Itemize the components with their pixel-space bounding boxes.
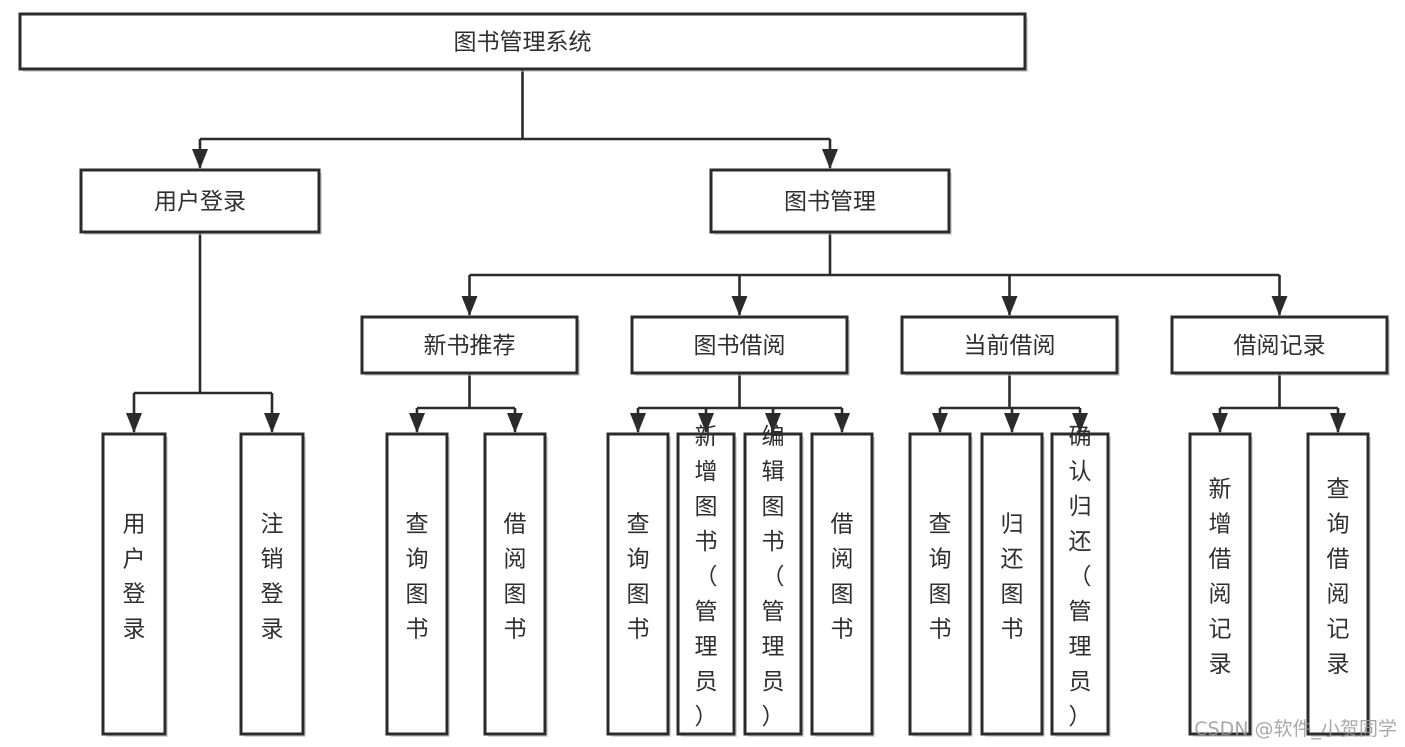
node-label: 当前借阅 — [964, 333, 1056, 359]
node-label: 图书管理 — [784, 189, 876, 215]
arrow-head-icon — [409, 413, 425, 433]
edge-group-user-login — [126, 232, 280, 433]
node-label: 确认归还（管理员） — [1069, 424, 1092, 730]
edge-group-new-book-rec — [409, 373, 523, 433]
node-label: 归还图书 — [1001, 512, 1024, 643]
arrow-head-icon — [1271, 296, 1288, 316]
node-leaf-5[interactable]: 编辑图书（管理员） — [743, 424, 804, 737]
arrow-head-icon — [765, 413, 781, 433]
arrow-head-icon — [822, 149, 838, 169]
node-label: 查询借阅记录 — [1327, 477, 1350, 678]
arrow-head-icon — [731, 296, 748, 316]
node-leaf-7[interactable]: 查询图书 — [908, 432, 973, 737]
node-label: 新增借阅记录 — [1209, 477, 1232, 678]
arrow-head-icon — [264, 413, 280, 433]
node-label: 注销登录 — [261, 512, 284, 643]
node-leaf-4[interactable]: 新增图书（管理员） — [676, 424, 737, 737]
edge-group-borrow-record — [1212, 373, 1346, 433]
node-leaf-10[interactable]: 新增借阅记录 — [1188, 432, 1253, 737]
node-new-book-rec[interactable]: 新书推荐 — [360, 315, 580, 376]
node-leaf-11[interactable]: 查询借阅记录 — [1306, 432, 1371, 737]
node-label: 图书管理系统 — [454, 30, 592, 56]
connector-layer — [126, 69, 1346, 433]
node-leaf-8[interactable]: 归还图书 — [980, 432, 1045, 737]
node-layer: 图书管理系统用户登录图书管理新书推荐图书借阅当前借阅借阅记录用户登录注销登录查询… — [18, 12, 1390, 737]
edge-group-book-manage — [461, 232, 1288, 316]
node-label: 借阅图书 — [504, 512, 527, 643]
node-leaf-6[interactable]: 借阅图书 — [810, 432, 875, 737]
arrow-head-icon — [507, 413, 523, 433]
node-root[interactable]: 图书管理系统 — [18, 12, 1028, 72]
arrow-head-icon — [698, 413, 714, 433]
edge-group-book-borrow — [630, 373, 850, 433]
node-user-logout-leaf[interactable]: 注销登录 — [239, 432, 306, 737]
node-label: 用户登录 — [154, 189, 246, 215]
node-leaf-2[interactable]: 借阅图书 — [483, 432, 548, 737]
arrow-head-icon — [834, 413, 850, 433]
node-leaf-9[interactable]: 确认归还（管理员） — [1050, 424, 1111, 737]
arrow-head-icon — [126, 413, 142, 433]
edge-group-root — [192, 69, 838, 169]
edge-group-current-borrow — [932, 373, 1088, 433]
arrow-head-icon — [1330, 413, 1346, 433]
arrow-head-icon — [1001, 296, 1018, 316]
arrow-head-icon — [1004, 413, 1020, 433]
node-borrow-record[interactable]: 借阅记录 — [1170, 315, 1390, 376]
csdn-watermark: CSDN @软件_小贺同学 — [1194, 718, 1397, 740]
node-label: 新增图书（管理员） — [695, 424, 718, 730]
arrow-head-icon — [932, 413, 948, 433]
node-book-manage[interactable]: 图书管理 — [709, 168, 952, 235]
node-label: 编辑图书（管理员） — [762, 424, 785, 730]
node-label: 新书推荐 — [424, 333, 516, 359]
node-label: 图书借阅 — [694, 333, 786, 359]
node-label: 借阅记录 — [1234, 333, 1326, 359]
node-book-borrow[interactable]: 图书借阅 — [630, 315, 850, 376]
arrow-head-icon — [192, 149, 208, 169]
node-leaf-1[interactable]: 查询图书 — [385, 432, 450, 737]
arrow-head-icon — [1212, 413, 1228, 433]
node-label: 查询图书 — [627, 512, 650, 643]
node-label: 用户登录 — [123, 512, 146, 643]
node-label: 查询图书 — [929, 512, 952, 643]
arrow-head-icon — [1072, 413, 1088, 433]
node-leaf-3[interactable]: 查询图书 — [606, 432, 671, 737]
node-label: 查询图书 — [406, 512, 429, 643]
arrow-head-icon — [461, 296, 478, 316]
arrow-head-icon — [630, 413, 646, 433]
node-user-login[interactable]: 用户登录 — [79, 168, 322, 235]
node-user-login-leaf[interactable]: 用户登录 — [101, 432, 168, 737]
node-label: 借阅图书 — [831, 512, 854, 643]
node-current-borrow[interactable]: 当前借阅 — [900, 315, 1120, 376]
